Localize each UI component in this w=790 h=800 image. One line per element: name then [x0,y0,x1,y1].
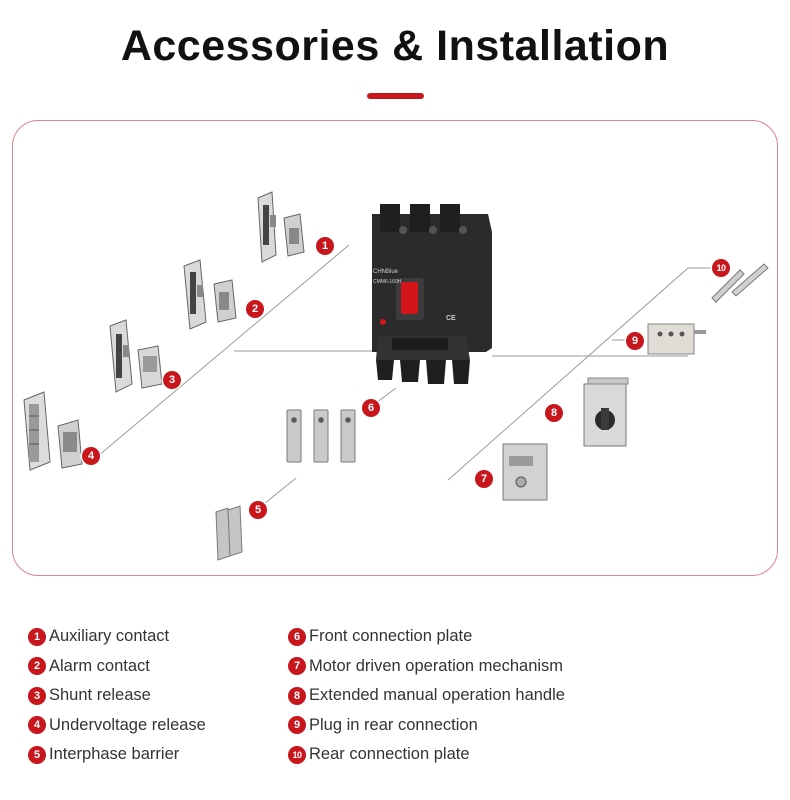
legend-label: Undervoltage release [49,715,206,734]
plug-in-rear-connection-illustration [647,323,706,355]
legend-item: 4 Undervoltage release [28,711,206,741]
legend-label: Shunt release [49,686,151,705]
legend-badge: 8 [288,686,306,705]
callout-10: 10 [712,259,730,277]
undervoltage-release-illustration [23,391,83,471]
legend-item: 8 Extended manual operation handle [288,681,565,711]
breaker-handle [401,282,418,314]
legend-badge: 9 [288,716,306,735]
legend-badge: 5 [28,745,46,764]
legend-label: Extended manual operation handle [309,686,565,705]
callout-4: 4 [82,447,100,465]
legend-label: Motor driven operation mechanism [309,656,564,675]
motor-mechanism-illustration [502,443,548,501]
legend-left: 1 Auxiliary contact 2 Alarm contact 3 Sh… [28,622,206,770]
legend-badge: 1 [28,627,46,646]
breaker-brand-text: CHNBlue [373,269,399,275]
leader-line-right-main [447,267,689,481]
legend-item: 1 Auxiliary contact [28,622,206,652]
legend-badge: 7 [288,657,306,676]
interphase-barrier-illustration [215,505,243,561]
callout-9: 9 [626,332,644,350]
legend-badge: 10 [288,745,306,764]
legend-item: 9 Plug in rear connection [288,711,565,741]
breaker-model-text: CMM6-160H [373,279,402,285]
legend-label: Plug in rear connection [309,715,478,734]
legend-label: Front connection plate [309,627,473,646]
connector-lines [97,244,712,505]
legend-label: Auxiliary contact [49,627,170,646]
callout-5: 5 [249,501,267,519]
ce-mark-text: CE [446,315,456,322]
legend-badge: 6 [288,627,306,646]
legend-item: 5 Interphase barrier [28,740,206,770]
legend-badge: 3 [28,686,46,705]
callout-8: 8 [545,404,563,422]
legend-item: 7 Motor driven operation mechanism [288,652,565,682]
title-underline [367,93,424,99]
front-connection-plate-illustration [286,409,356,463]
page-title: Accessories & Installation [120,22,670,70]
alarm-contact-illustration [183,259,237,330]
leader-line-left-main [97,244,350,457]
legend-label: Rear connection plate [309,745,470,764]
callout-1: 1 [316,237,334,255]
callout-3: 3 [163,371,181,389]
leader-line-6 [375,387,397,404]
leader-line-5 [263,477,297,505]
auxiliary-contact-illustration [257,191,305,263]
callout-6: 6 [362,399,380,417]
rear-connection-plate-illustration [711,263,769,303]
legend-badge: 2 [28,657,46,676]
legend-item: 3 Shunt release [28,681,206,711]
callout-7: 7 [475,470,493,488]
callout-2: 2 [246,300,264,318]
legend-item: 10 Rear connection plate [288,740,565,770]
diagram-panel [12,120,778,576]
legend-label: Alarm contact [49,656,150,675]
legend-item: 2 Alarm contact [28,652,206,682]
circuit-breaker-illustration: CHNBlue CMM6-160H CE [372,204,492,384]
extended-handle-illustration [583,377,629,447]
legend-right: 6 Front connection plate 7 Motor driven … [288,622,565,770]
legend-badge: 4 [28,716,46,735]
shunt-release-illustration [109,319,163,393]
legend-item: 6 Front connection plate [288,622,565,652]
legend-label: Interphase barrier [49,745,180,764]
